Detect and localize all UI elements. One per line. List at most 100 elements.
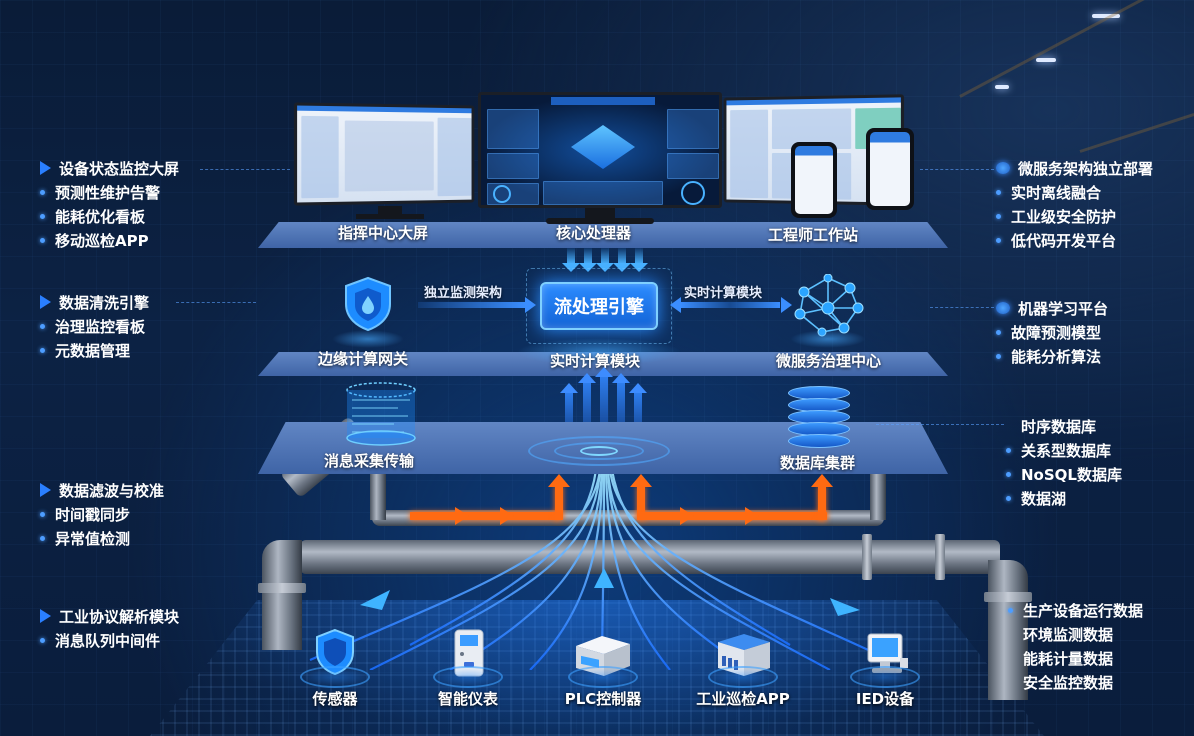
bullet-icon [996,237,1001,243]
engine-pedestal [516,338,682,366]
pipe-flange [258,583,306,593]
annotation-item: NoSQL数据库 [1021,465,1122,484]
annotation-item: 能耗优化看板 [55,207,146,226]
main-pipe-left-riser [262,540,302,650]
annotation-item: 元数据管理 [55,341,131,360]
triangle-marker-icon [40,483,51,497]
shield-sensor-icon [316,628,354,676]
down-flow-arrow [596,248,614,272]
main-pipe-right-riser [988,560,1028,700]
monitor-stand [546,218,654,224]
layer-item-label: 边缘计算网关 [318,350,409,368]
flow-ring [528,436,670,466]
down-flow-arrow [630,248,648,272]
device-label: 智能仪表 [437,690,498,708]
annotation-item: 消息队列中间件 [55,631,161,650]
bullet-icon [40,535,45,541]
command-center-monitor [293,102,475,206]
monitor-stand [585,208,615,220]
orange-up-arrow [548,474,570,520]
ceiling-light [1092,14,1120,18]
layer-item-label: 消息采集传输 [324,452,415,470]
orange-flow-left [410,512,560,520]
arrow-label: 实时计算模块 [684,286,763,301]
annotation-heading: 生产设备运行数据 [1023,601,1144,620]
layer-item-label: 工程师工作站 [768,226,859,244]
down-flow-arrow [579,248,597,272]
flow-ring [580,446,618,456]
message-queue-cylinder-icon [346,382,416,446]
bullet-icon [1006,447,1011,453]
bullet-icon [40,237,45,243]
orange-up-arrow [811,474,833,520]
left-annotation-protocol: 工业协议解析模块 消息队列中间件 [40,604,179,652]
database-cluster-icon [788,386,852,450]
monitor-stand [378,206,402,216]
bidirectional-flow-arrow [670,297,780,313]
bidirectional-flow-arrow-head [740,297,792,313]
ceiling-light [1036,58,1056,62]
feeder-pipe-left [370,474,386,520]
right-annotation-computing: 机器学习平台 故障预测模型 能耗分析算法 [996,296,1108,368]
right-annotation-application: 微服务架构独立部署 实时离线融合 工业级安全防护 低代码开发平台 [996,156,1153,252]
annotation-item: 异常值检测 [55,529,131,548]
device-label: 传感器 [312,690,358,708]
bullet-icon [40,213,45,219]
orange-arrow-head [455,507,469,525]
layer-item-label: 数据库集群 [780,454,856,472]
monitor-stand [356,214,424,219]
bullet-icon [996,189,1001,195]
device-label: IED设备 [855,690,915,708]
pipe-flange [984,592,1032,602]
triangle-marker-icon [40,161,51,175]
bullet-icon [1006,495,1011,501]
bullet-icon [1006,471,1011,477]
orange-up-arrow [630,474,652,520]
annotation-item: 时间戳同步 [55,505,131,524]
bullet-icon [996,353,1001,359]
icon-pedestal [790,330,866,348]
monitor-terminal-icon [867,633,908,673]
annotation-item: 低代码开发平台 [1011,231,1117,250]
left-annotation-filtering: 数据滤波与校准 时间戳同步 异常值检测 [40,478,164,550]
annotation-heading: 机器学习平台 [1018,299,1109,318]
flow-ring [554,442,644,460]
annotation-heading: 数据滤波与校准 [59,481,165,500]
bullet-icon [1008,607,1013,613]
shield-gateway-icon [345,276,391,332]
orange-flow-right [637,512,827,520]
layer-item-label: 核心处理器 [556,224,632,242]
annotation-item: 环境监测数据 [1023,625,1114,644]
right-flow-arrow [418,297,536,313]
connector-line [930,307,994,308]
annotation-heading: 数据清洗引擎 [59,293,150,312]
orange-arrow-head [745,507,759,525]
annotation-item: 治理监控看板 [55,317,146,336]
bullet-icon [40,347,45,353]
layer-item-label: 实时计算模块 [550,352,641,370]
connector-line [176,302,256,303]
device-label: PLC控制器 [564,690,642,708]
annotation-heading: 工业协议解析模块 [59,607,180,626]
bullet-icon [996,329,1001,335]
orange-arrow-head [500,507,514,525]
bullet-icon [40,637,45,643]
mobile-phone [866,128,914,210]
core-processor-monitor [478,92,722,208]
connector-line [920,169,994,170]
annotation-heading: 设备状态监控大屏 [59,159,180,178]
arrow-label: 独立监测架构 [424,286,503,301]
annotation-heading: 微服务架构独立部署 [1018,159,1154,178]
bullet-icon [996,213,1001,219]
pipe-flange [935,534,945,580]
triangle-marker-icon [40,295,51,309]
down-flow-arrow [613,248,631,272]
feeder-pipe-right [870,474,886,520]
triangle-marker-icon [40,609,51,623]
ceiling-light [995,85,1009,89]
up-flow-arrow [578,373,596,442]
annotation-heading: 时序数据库 [1021,417,1097,436]
connector-line [876,424,1004,425]
right-annotation-devices: 生产设备运行数据 环境监测数据 能耗计量数据 安全监控数据 [1008,598,1143,694]
annotation-item: 关系型数据库 [1021,441,1112,460]
